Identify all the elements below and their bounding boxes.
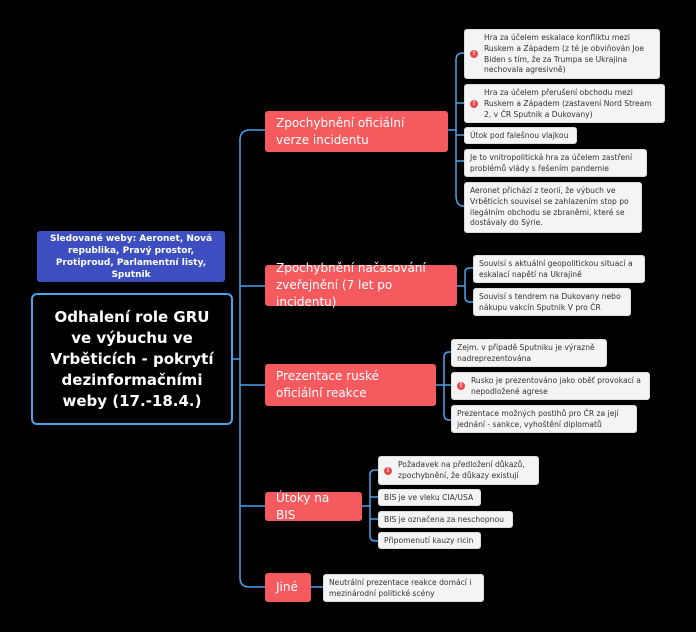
leaf-false-flag[interactable]: Útok pod falešnou vlajkou bbox=[464, 127, 577, 144]
leaf-geopolitical-situation[interactable]: Souvisí s aktuální geopolitickou situací… bbox=[473, 255, 645, 283]
branch-official-version-doubt[interactable]: Zpochybnění oficiální verze incidentu bbox=[265, 111, 448, 152]
leaf-ricin-case[interactable]: Připomenutí kauzy ricin bbox=[378, 532, 481, 549]
monitored-websites-note: Sledované weby: Aeronet, Nová republika,… bbox=[37, 231, 225, 282]
leaf-dukovany-sputnik[interactable]: Souvisí s tendrem na Dukovany nebo nákup… bbox=[473, 288, 631, 316]
leaf-domestic-politics[interactable]: Je to vnitropolitická hra za účelem zast… bbox=[464, 149, 647, 177]
leaf-aeronet-theory[interactable]: Aeronet přichází z teorií, že výbuch ve … bbox=[464, 182, 642, 233]
leaf-text: Hra za účelem eskalace konfliktu mezi Ru… bbox=[484, 33, 645, 75]
branch-russian-reaction[interactable]: Prezentace ruské oficiální reakce bbox=[265, 364, 436, 406]
leaf-bis-cia[interactable]: BIS je ve vleku CIA/USA bbox=[378, 489, 481, 506]
leaf-bis-incompetent[interactable]: BIS je označena za neschopnou bbox=[378, 511, 513, 528]
leaf-conflict-escalation[interactable]: ! Hra za účelem eskalace konfliktu mezi … bbox=[464, 29, 660, 79]
leaf-overrepresented[interactable]: Zejm. v případě Sputniku je výrazně nadr… bbox=[451, 339, 607, 367]
leaf-text: Hra za účelem přerušení obchodu mezi Rus… bbox=[484, 88, 652, 119]
leaf-text: Rusko je prezentováno jako oběť provokac… bbox=[471, 376, 641, 396]
leaf-sanctions[interactable]: Prezentace možných postihů pro ČR za jej… bbox=[451, 405, 637, 433]
leaf-text: Požadavek na předložení důkazů, zpochybn… bbox=[398, 460, 525, 480]
leaf-neutral-presentation[interactable]: Neutrální prezentace reakce domácí i mez… bbox=[323, 574, 484, 602]
branch-timing-doubt[interactable]: Zpochybnění načasování zveřejnění (7 let… bbox=[265, 261, 457, 309]
branch-bis-attacks[interactable]: Útoky na BIS bbox=[265, 491, 362, 522]
flag-icon: ! bbox=[470, 99, 478, 108]
flag-icon: ! bbox=[470, 50, 478, 58]
leaf-russia-victim[interactable]: ! Rusko je prezentováno jako oběť provok… bbox=[451, 372, 650, 400]
flag-icon: ! bbox=[457, 382, 465, 390]
leaf-trade-interruption[interactable]: ! Hra za účelem přerušení obchodu mezi R… bbox=[464, 84, 665, 123]
flag-icon: ! bbox=[384, 466, 392, 475]
branch-other[interactable]: Jiné bbox=[265, 573, 311, 602]
root-topic[interactable]: Odhalení role GRU ve výbuchu ve Vrběticí… bbox=[31, 293, 233, 425]
leaf-evidence-demand[interactable]: ! Požadavek na předložení důkazů, zpochy… bbox=[378, 456, 539, 485]
